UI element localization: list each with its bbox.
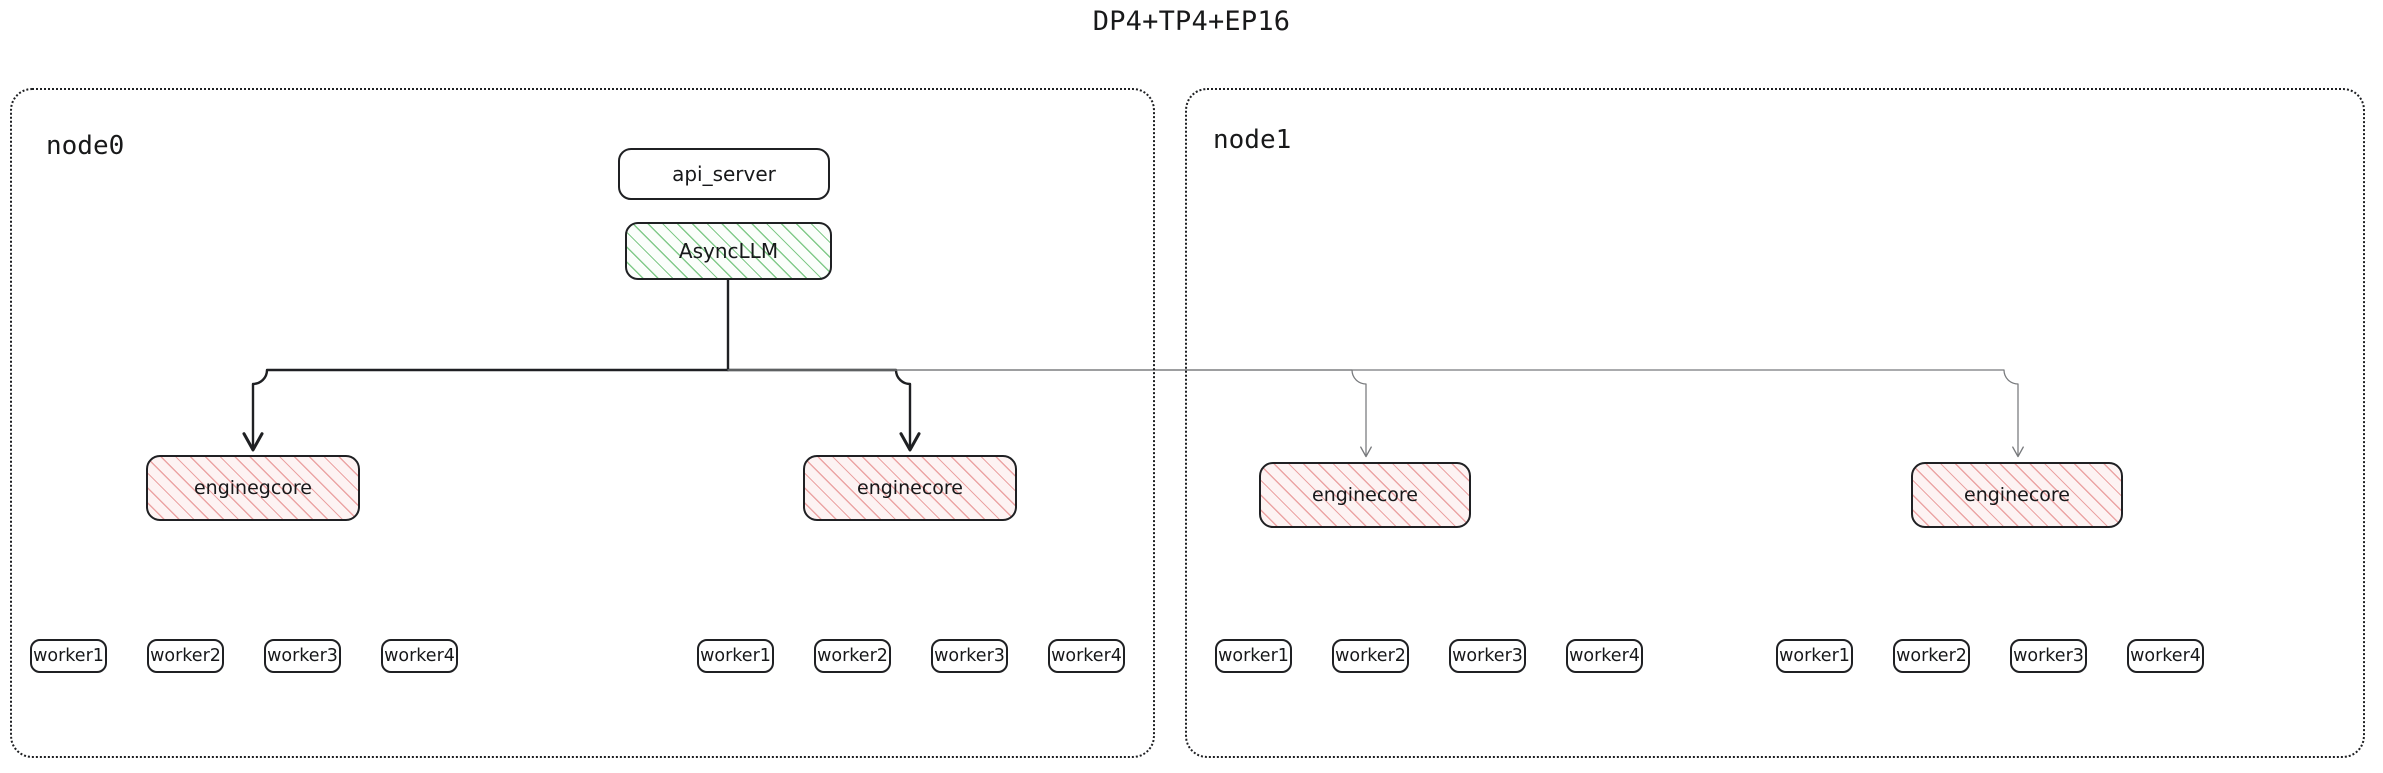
async_llm-label: AsyncLLM — [678, 239, 779, 263]
worker-label: worker1 — [700, 646, 771, 666]
node-container-node1 — [1185, 88, 2365, 758]
worker-label: worker4 — [1051, 646, 1122, 666]
worker-label: worker3 — [1452, 646, 1523, 666]
worker-label: worker3 — [934, 646, 1005, 666]
worker-label: worker2 — [1335, 646, 1406, 666]
worker-label: worker2 — [817, 646, 888, 666]
worker-label: worker2 — [150, 646, 221, 666]
worker-label: worker4 — [384, 646, 455, 666]
enginecore-3-box[interactable]: enginecore — [1911, 462, 2123, 528]
enginecore-3-label: enginecore — [1964, 484, 2070, 506]
worker-box-node0-0-2[interactable]: worker2 — [147, 639, 224, 673]
worker-box-node0-1-2[interactable]: worker2 — [814, 639, 891, 673]
enginecore-0-label: enginegcore — [193, 477, 313, 499]
worker-label: worker3 — [267, 646, 338, 666]
worker-box-node0-0-4[interactable]: worker4 — [381, 639, 458, 673]
worker-box-node0-1-4[interactable]: worker4 — [1048, 639, 1125, 673]
enginecore-1-label: enginecore — [857, 477, 963, 499]
api_server-label: api_server — [672, 162, 776, 186]
enginecore-2-label: enginecore — [1312, 484, 1418, 506]
worker-label: worker3 — [2013, 646, 2084, 666]
enginecore-0-box[interactable]: enginegcore — [146, 455, 360, 521]
node-container-node0 — [10, 88, 1155, 758]
worker-label: worker4 — [2130, 646, 2201, 666]
worker-box-node1-0-2[interactable]: worker2 — [1332, 639, 1409, 673]
worker-box-node0-1-3[interactable]: worker3 — [931, 639, 1008, 673]
worker-box-node0-0-1[interactable]: worker1 — [30, 639, 107, 673]
node-label-node0: node0 — [46, 131, 125, 161]
worker-label: worker1 — [1218, 646, 1289, 666]
worker-box-node0-0-3[interactable]: worker3 — [264, 639, 341, 673]
worker-box-node1-1-4[interactable]: worker4 — [2127, 639, 2204, 673]
diagram-title: DP4+TP4+EP16 — [1092, 6, 1291, 37]
worker-label: worker1 — [33, 646, 104, 666]
worker-box-node0-1-1[interactable]: worker1 — [697, 639, 774, 673]
async_llm-box[interactable]: AsyncLLM — [625, 222, 832, 280]
worker-box-node1-1-1[interactable]: worker1 — [1776, 639, 1853, 673]
api_server-box[interactable]: api_server — [618, 148, 830, 200]
worker-box-node1-0-3[interactable]: worker3 — [1449, 639, 1526, 673]
enginecore-1-box[interactable]: enginecore — [803, 455, 1017, 521]
worker-label: worker1 — [1779, 646, 1850, 666]
worker-box-node1-0-1[interactable]: worker1 — [1215, 639, 1292, 673]
worker-box-node1-1-2[interactable]: worker2 — [1893, 639, 1970, 673]
worker-box-node1-0-4[interactable]: worker4 — [1566, 639, 1643, 673]
node-label-node1: node1 — [1213, 125, 1292, 155]
worker-label: worker2 — [1896, 646, 1967, 666]
worker-label: worker4 — [1569, 646, 1640, 666]
enginecore-2-box[interactable]: enginecore — [1259, 462, 1471, 528]
worker-box-node1-1-3[interactable]: worker3 — [2010, 639, 2087, 673]
